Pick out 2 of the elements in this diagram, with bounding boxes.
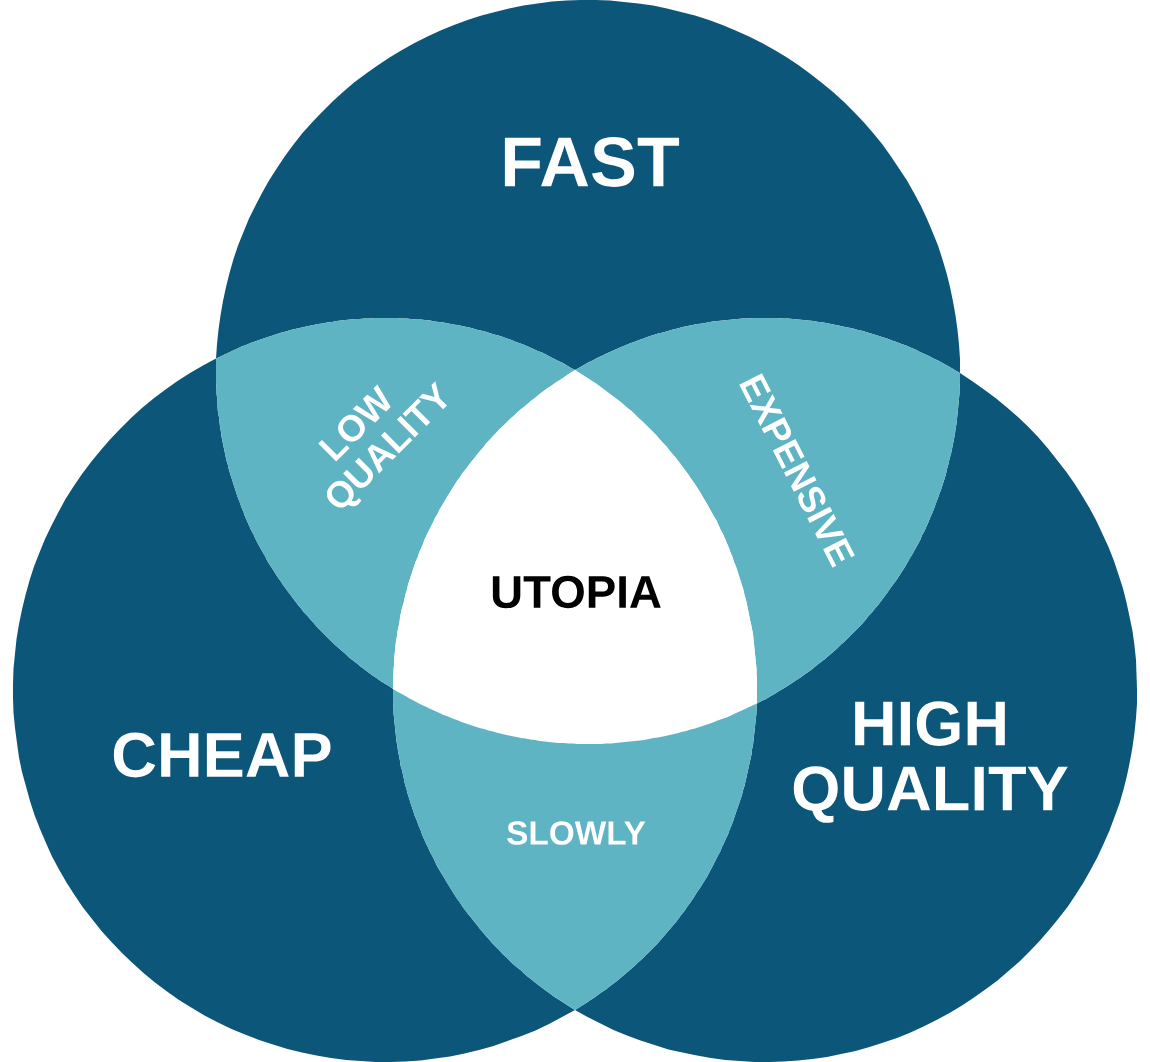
- circle-region: FAST: [216, 0, 960, 373]
- overlap-region: SLOWLY: [393, 689, 757, 1010]
